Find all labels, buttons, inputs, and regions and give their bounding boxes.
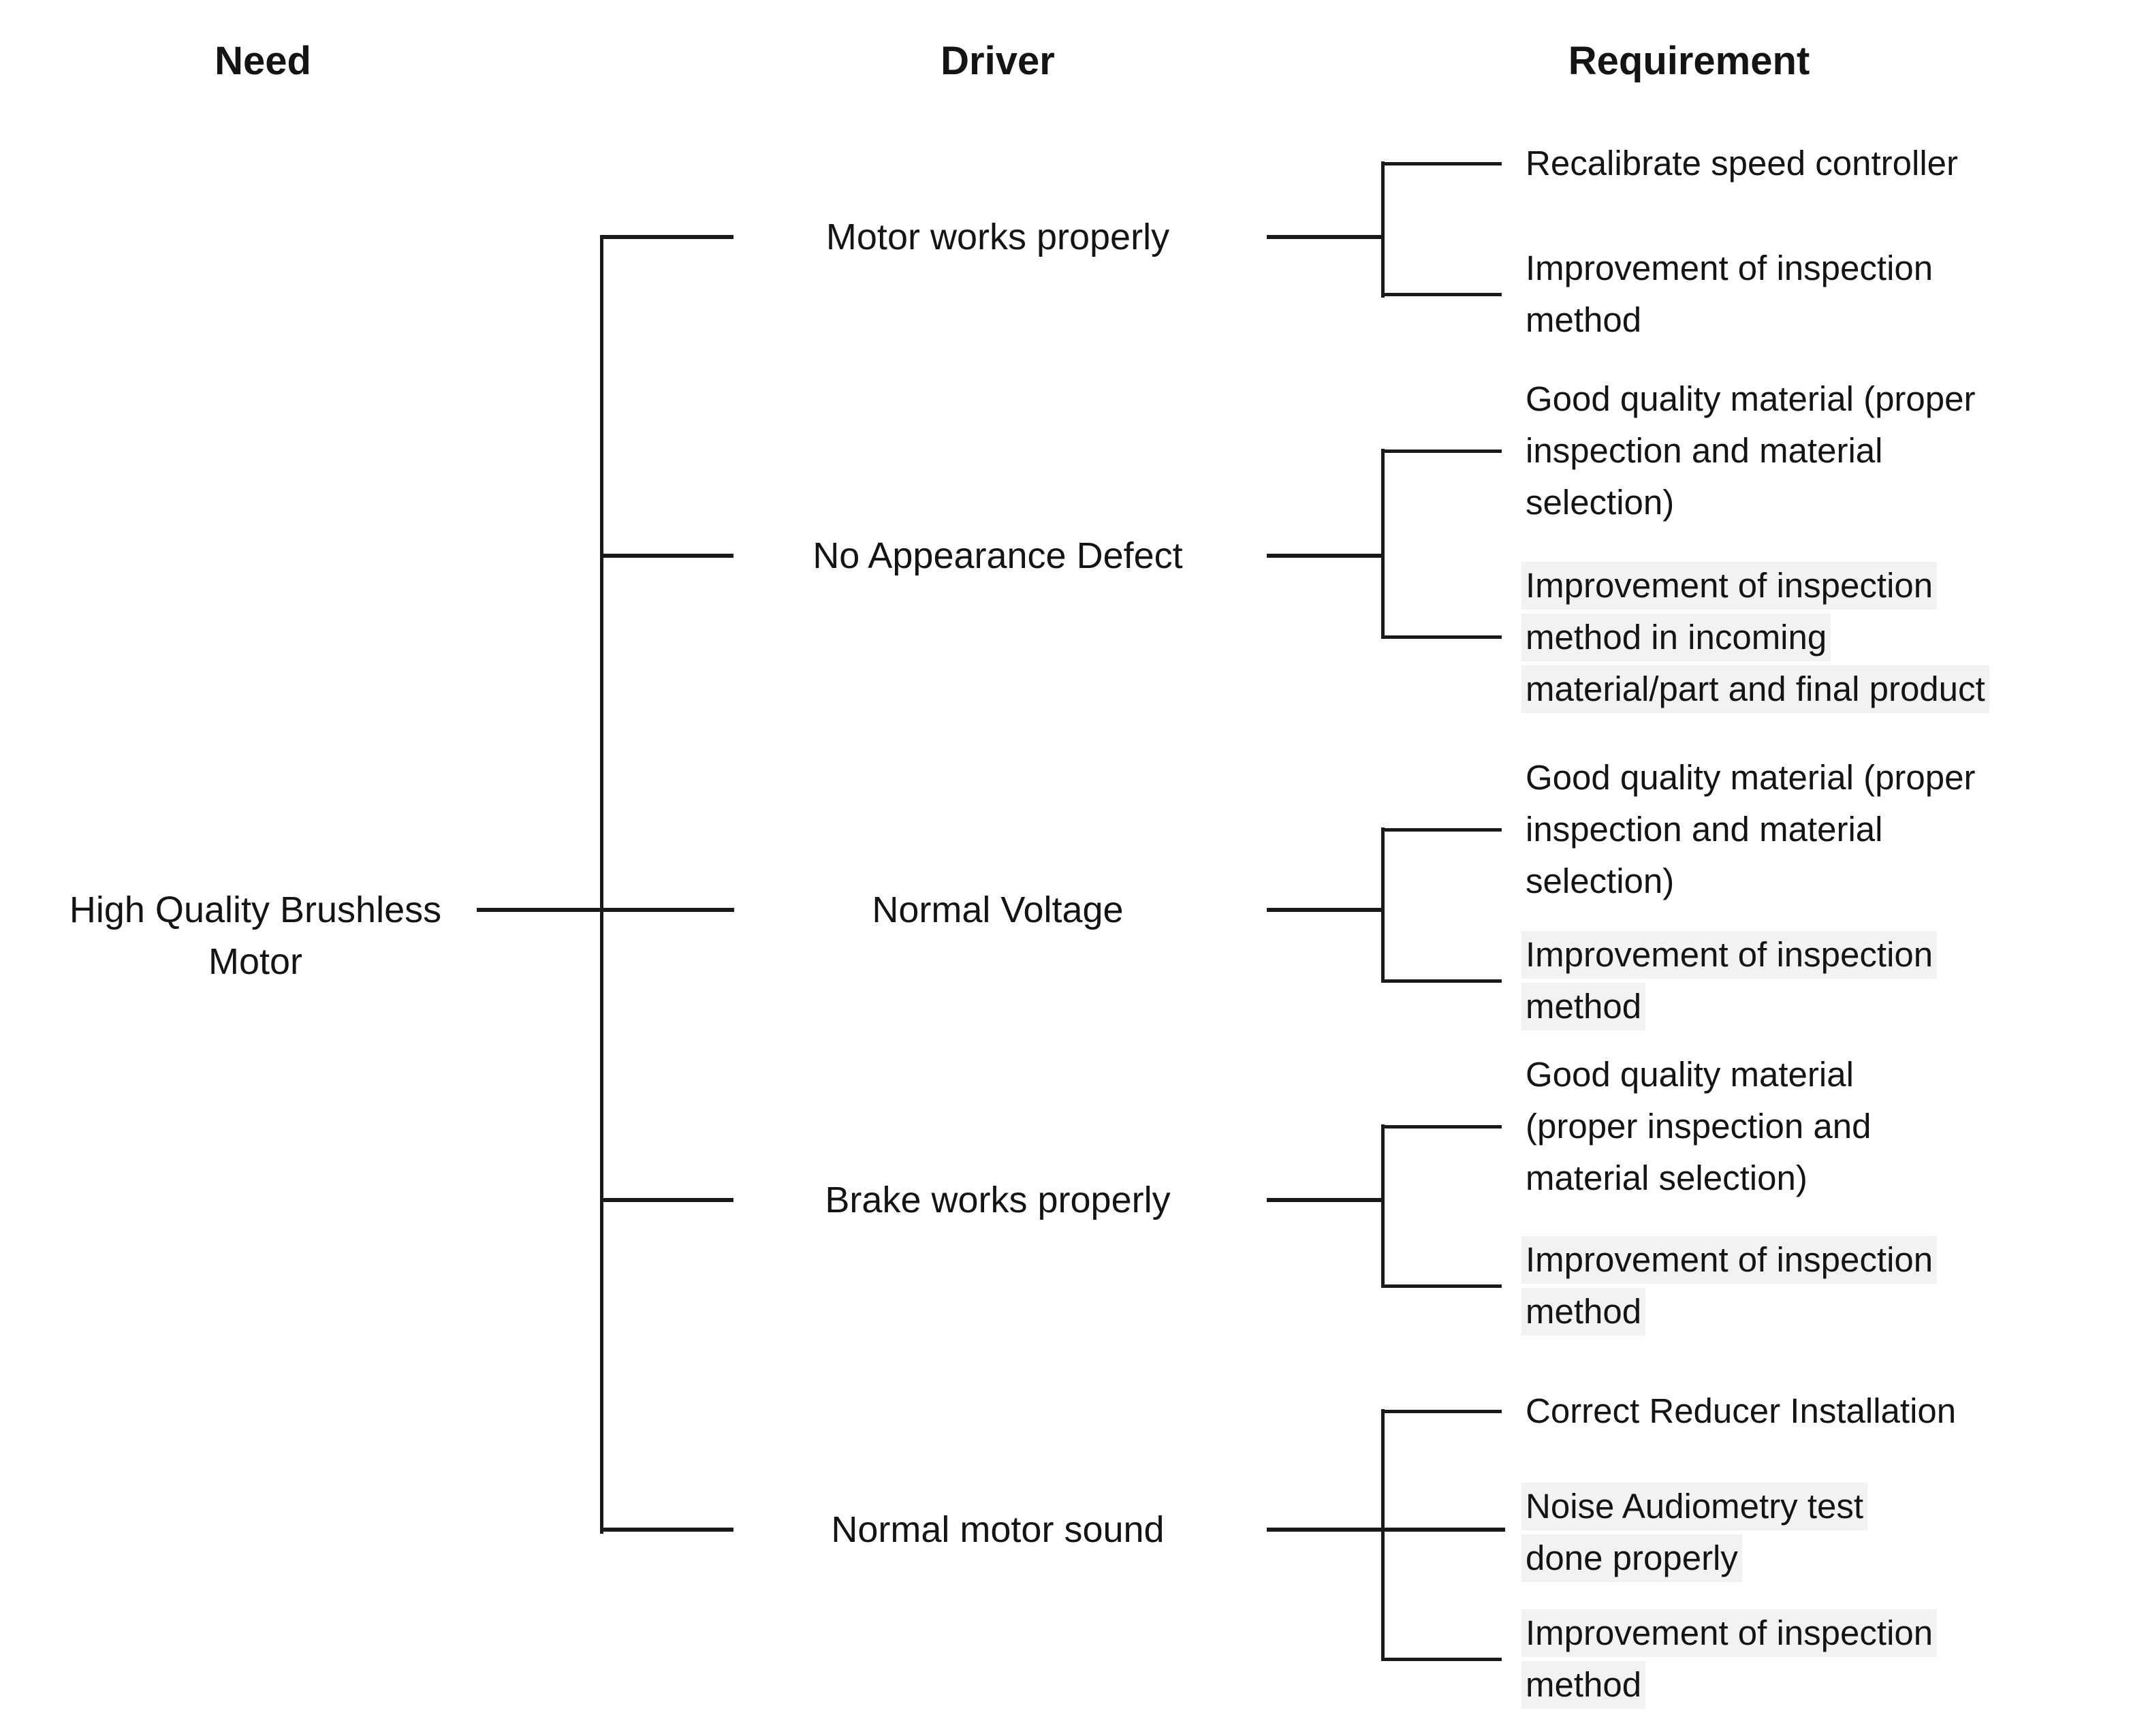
requirement-line: inspection and material: [1526, 810, 1883, 849]
root-need-label: High Quality Brushless Motor: [27, 884, 484, 988]
requirement-line: Good quality material (proper: [1526, 758, 1976, 797]
column-header-driver: Driver: [941, 39, 1055, 83]
requirement-line: Good quality material: [1526, 1055, 1854, 1094]
requirement-line: method: [1521, 1659, 2125, 1711]
requirement-line: Recalibrate speed controller: [1526, 144, 1959, 183]
requirement-line: method: [1521, 981, 2125, 1032]
requirement-line: material/part and final product: [1521, 663, 2125, 715]
connector-driver2-req2: [1381, 635, 1502, 639]
bracket-driver2: [1381, 449, 1385, 639]
connector-driver2-req1: [1381, 449, 1502, 453]
requirement-line: Improvement of inspection: [1521, 1234, 2125, 1286]
connector-driver1-req2: [1381, 293, 1502, 296]
requirement-line: Good quality material (proper: [1526, 379, 1976, 418]
requirement-item: Good quality material (proper inspection…: [1526, 373, 2125, 528]
connector-driver4-req2: [1381, 1284, 1502, 1288]
driver-label-normal-motor-sound: Normal motor sound: [831, 1509, 1165, 1550]
requirement-line: method: [1521, 1286, 2125, 1338]
requirement-line: (proper inspection and: [1526, 1107, 1872, 1146]
connector-trunk-to-driver5: [600, 1528, 733, 1532]
root-need-line2: Motor: [208, 941, 303, 982]
connector-driver5-req1: [1381, 1410, 1502, 1413]
requirement-item: Improvement of inspection method: [1521, 1607, 2125, 1711]
connector-driver5-req3: [1381, 1658, 1502, 1661]
requirement-line: Noise Audiometry test: [1521, 1481, 2125, 1532]
requirement-line: Correct Reducer Installation: [1526, 1391, 1957, 1430]
driver-label-motor-works-properly: Motor works properly: [825, 217, 1170, 257]
requirement-line: Improvement of inspection: [1526, 249, 1933, 287]
driver-label-normal-voltage: Normal Voltage: [872, 889, 1124, 930]
connector-root-to-driver3: [477, 908, 734, 912]
driver-label-brake-works-properly: Brake works properly: [825, 1180, 1171, 1220]
bracket-driver4: [1381, 1124, 1385, 1288]
connector-driver4-req1: [1381, 1125, 1502, 1129]
requirement-item: Good quality material (proper inspection…: [1526, 1049, 2125, 1204]
connector-driver3-req2: [1381, 979, 1502, 983]
requirement-line: inspection and material: [1526, 431, 1883, 470]
requirement-line: selection): [1526, 483, 1675, 522]
requirement-item: Improvement of inspection method: [1521, 1234, 2125, 1338]
requirement-line: method: [1526, 300, 1642, 339]
root-need-line1: High Quality Brushless: [69, 889, 442, 930]
column-header-need: Need: [215, 39, 311, 83]
connector-driver3-req1: [1381, 828, 1502, 832]
bracket-driver5: [1381, 1409, 1385, 1661]
connector-trunk-to-driver2: [600, 554, 733, 558]
requirement-item: Recalibrate speed controller: [1526, 138, 2125, 189]
requirement-line: material selection): [1526, 1158, 1808, 1197]
connector-trunk-to-driver1: [600, 235, 733, 239]
requirement-item: Correct Reducer Installation: [1526, 1385, 2125, 1437]
requirement-line: done properly: [1521, 1532, 2125, 1584]
connector-driver1-req1: [1381, 162, 1502, 165]
driver-label-no-appearance-defect: No Appearance Defect: [812, 535, 1183, 576]
requirement-line: method in incoming: [1521, 612, 2125, 663]
requirement-line: Improvement of inspection: [1521, 929, 2125, 981]
column-header-requirement: Requirement: [1568, 39, 1810, 83]
requirement-line: selection): [1526, 862, 1675, 900]
requirement-line: Improvement of inspection: [1521, 560, 2125, 612]
connector-driver2-to-bracket: [1267, 554, 1384, 558]
connector-driver4-to-bracket: [1267, 1198, 1384, 1202]
bracket-driver1: [1381, 161, 1385, 298]
connector-trunk-to-driver4: [600, 1198, 733, 1202]
bracket-driver3: [1381, 827, 1385, 983]
connector-driver3-to-bracket: [1267, 908, 1384, 912]
requirement-line: Improvement of inspection: [1521, 1607, 2125, 1659]
requirement-item: Improvement of inspection method in inco…: [1521, 560, 2125, 715]
requirement-item: Noise Audiometry test done properly: [1521, 1481, 2125, 1584]
requirement-item: Improvement of inspection method: [1521, 929, 2125, 1032]
connector-driver1-to-bracket: [1267, 235, 1384, 239]
requirement-item: Improvement of inspection method: [1526, 242, 2125, 346]
requirement-item: Good quality material (proper inspection…: [1526, 752, 2125, 907]
connector-trunk-vertical: [600, 235, 603, 1534]
connector-driver5-through-bracket: [1267, 1528, 1505, 1532]
